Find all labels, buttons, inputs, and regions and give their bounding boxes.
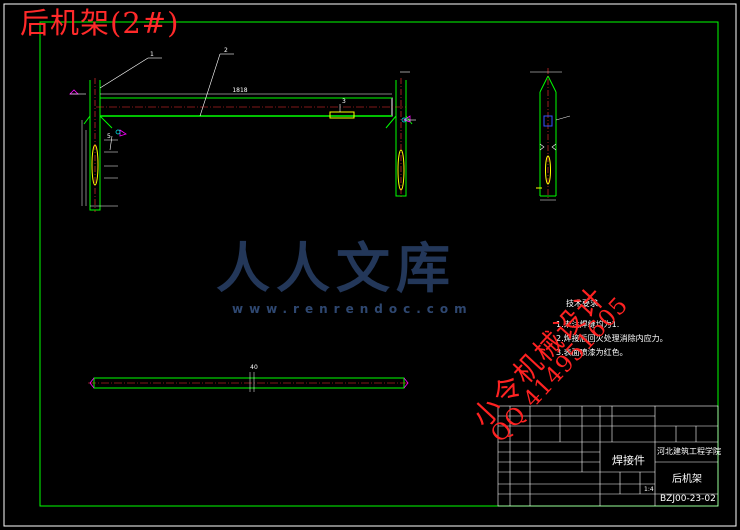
tech-req-title: 技术要求 [566,299,598,308]
title-block-part-name: 后机架 [672,474,702,485]
balloon-1: 1 [150,51,154,58]
title-block [497,405,719,507]
balloon-2: 2 [224,47,228,54]
watermark-brand: 人人文库 [216,237,456,300]
sheet-outer-border [3,3,737,527]
balloon-3: 3 [342,98,346,105]
title-block-process: 焊接件 [612,454,645,467]
tech-req-item-3: 3.表面喷漆为红色。 [556,348,628,357]
side-view [530,68,571,201]
title-block-drawing-no: BZJ00-23-02 [660,494,716,504]
tech-req-item-1: 1.未注焊缝均为1. [556,320,620,329]
page-title: 后机架(2#) [20,6,180,40]
drawing-frame [39,21,719,507]
balloon-5: 5 [107,133,111,140]
bottom-bar-view: 40 [88,364,410,392]
watermark-url: www.renrendoc.com [232,302,473,316]
title-block-scale: 1:4 [644,486,654,493]
tech-req-item-2: 2.焊接后回火处理消除内应力。 [556,334,668,343]
dim-length-top: 1818 [232,87,247,94]
front-view: 1818 1 2 3 5 [69,47,416,212]
dim-length-bottom: 40 [250,364,258,371]
title-block-school: 河北建筑工程学院 [657,447,721,456]
